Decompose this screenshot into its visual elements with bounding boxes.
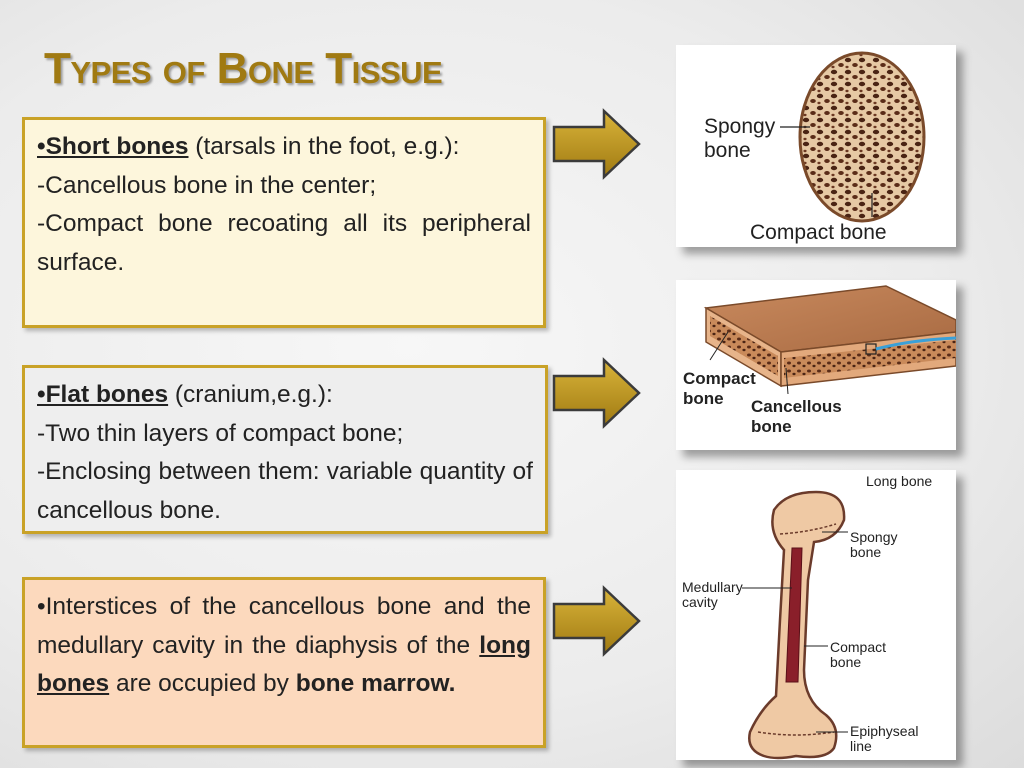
short-bones-term: •Short bones xyxy=(37,133,189,160)
cancellous-layer-front xyxy=(784,340,956,378)
flat-bones-box: •Flat bones (cranium,e.g.): -Two thin la… xyxy=(22,365,548,534)
arrow-right-icon xyxy=(552,357,641,429)
cancellous-layer-left xyxy=(710,316,778,376)
compact-pointer-line xyxy=(709,331,729,361)
slide-title: Types of Bone Tissue xyxy=(44,44,443,93)
long-bone-title: Long bone xyxy=(866,473,932,489)
short-bones-box: •Short bones (tarsals in the foot, e.g.)… xyxy=(22,117,546,328)
flat-bones-line-2: -Enclosing between them: variable quanti… xyxy=(37,458,533,524)
medullary-cavity-shape xyxy=(785,547,803,683)
short-bones-heading: •Short bones (tarsals in the foot, e.g.)… xyxy=(37,128,531,167)
long-bones-box: •Interstices of the cancellous bone and … xyxy=(22,577,546,748)
flat-bone-illustration: Compact bone Cancellous bone xyxy=(676,280,956,450)
compact-label: Compact bone xyxy=(750,221,887,244)
flat-bones-term: •Flat bones xyxy=(37,381,169,408)
compact-label: Compact bone xyxy=(683,369,760,408)
short-bone-illustration: Spongy bone Compact bone xyxy=(676,45,956,247)
arrow-right-icon xyxy=(552,585,641,657)
short-bones-line-2: -Compact bone recoating all its peripher… xyxy=(37,210,531,276)
long-bone-illustration: Long bone Spongy bone Medullary cavity C… xyxy=(676,470,956,760)
arrow-right-icon xyxy=(552,108,641,180)
spongy-label: Spongy bone xyxy=(704,115,781,162)
cancellous-label: Cancellous bone xyxy=(751,397,846,436)
epiphyseal-label: Epiphyseal line xyxy=(850,723,922,754)
compact-label: Compact bone xyxy=(830,639,890,670)
flat-bones-example: (cranium,e.g.): xyxy=(168,381,333,408)
short-bones-example: (tarsals in the foot, e.g.): xyxy=(188,133,460,160)
flat-bones-heading: •Flat bones (cranium,e.g.): xyxy=(37,376,533,415)
bone-marrow-term: bone marrow. xyxy=(295,670,456,697)
cancellous-pointer-line xyxy=(785,367,789,395)
spongy-label: Spongy bone xyxy=(850,529,901,560)
long-bones-text: •Interstices of the cancellous bone and … xyxy=(37,588,531,704)
long-bones-term: long bones xyxy=(37,631,531,698)
epiphyseal-line-mark xyxy=(757,731,835,736)
spongy-bone-section xyxy=(798,51,926,223)
zoom-callout-line xyxy=(875,336,956,351)
epiphyseal-line-top xyxy=(779,523,837,535)
long-bones-text-2: are occupied by xyxy=(109,670,296,697)
flat-bones-line-1: -Two thin layers of compact bone; xyxy=(37,419,404,447)
short-bones-line-1: -Cancellous bone in the center; xyxy=(37,171,377,199)
long-bones-text-1: •Interstices of the cancellous bone and … xyxy=(37,593,531,659)
medullary-label: Medullary cavity xyxy=(682,579,747,610)
